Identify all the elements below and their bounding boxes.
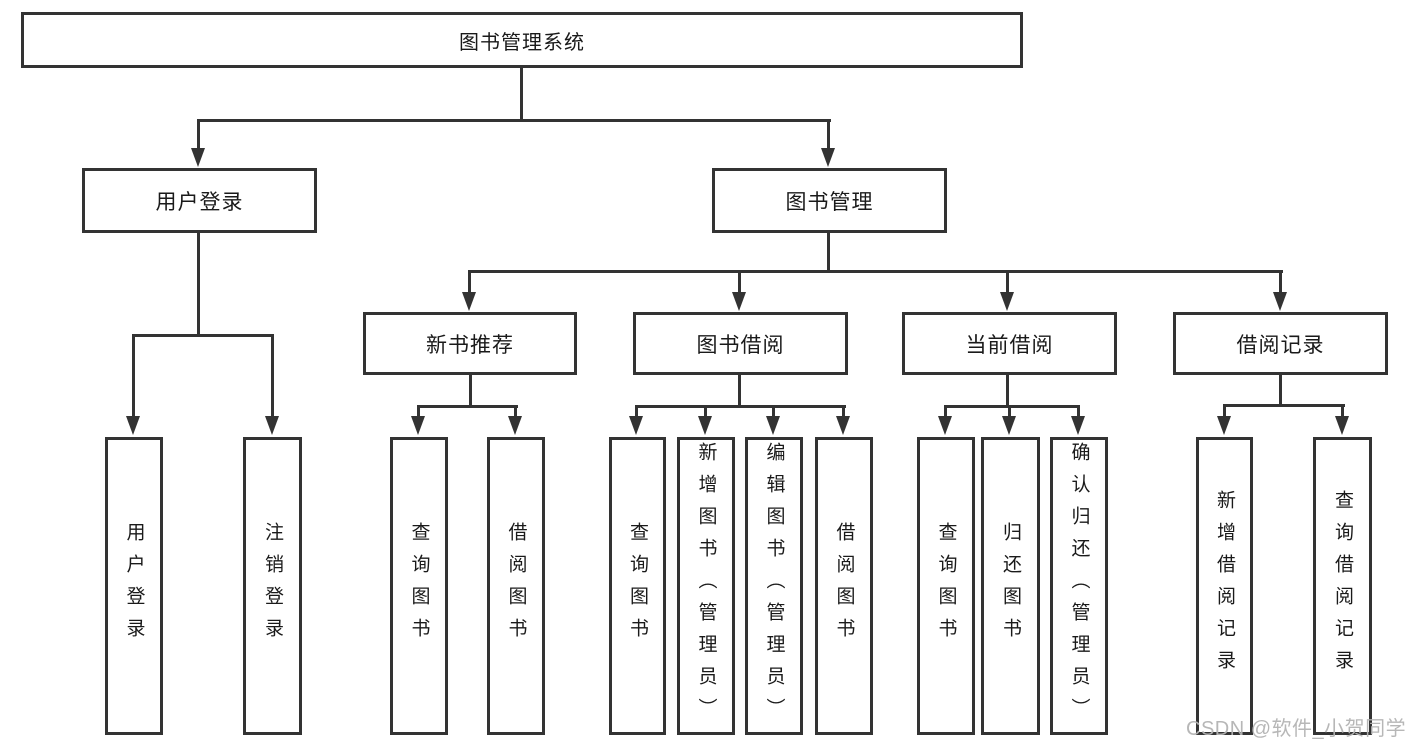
node-new-book-recommend-label: 新书推荐	[426, 333, 514, 357]
connector-to-leaf-query-record	[1341, 404, 1344, 417]
node-book-management-label: 图书管理	[785, 190, 874, 214]
connector-to-leaf-borrow-books	[842, 405, 845, 417]
leaf-user-login: 用户登录	[105, 437, 163, 735]
leaf-query-books-borrow-label: 查询图书	[627, 522, 648, 650]
connector-borrow-records-rail	[1223, 404, 1345, 407]
arrow-down-icon	[821, 148, 835, 167]
leaf-add-books-admin: 新增图书（管理员）	[677, 437, 735, 735]
arrow-down-icon	[938, 416, 952, 435]
connector-book-management-stem	[827, 233, 830, 273]
connector-to-book-management-stem	[827, 119, 830, 149]
leaf-query-books-borrow: 查询图书	[609, 437, 666, 735]
arrow-down-icon	[732, 292, 746, 311]
node-new-book-recommend: 新书推荐	[363, 312, 577, 375]
arrow-down-icon	[1071, 416, 1085, 435]
connector-to-leaf-add-record	[1223, 404, 1226, 417]
arrow-down-icon	[1000, 292, 1014, 311]
connector-level2-rail	[197, 119, 831, 122]
leaf-logout: 注销登录	[243, 437, 302, 735]
connector-to-leaf-edit-books	[772, 405, 775, 417]
node-current-borrow: 当前借阅	[902, 312, 1117, 375]
arrow-down-icon	[126, 416, 140, 435]
leaf-query-borrow-record-label: 查询借阅记录	[1332, 490, 1353, 682]
connector-book-borrow-stem	[738, 375, 741, 407]
node-current-borrow-label: 当前借阅	[965, 333, 1054, 357]
connector-to-leaf-query-recommend	[417, 405, 420, 417]
leaf-add-borrow-record-label: 新增借阅记录	[1214, 490, 1235, 682]
connector-to-leaf-borrow-recommend	[514, 405, 517, 417]
leaf-borrow-books: 借阅图书	[815, 437, 873, 735]
csdn-watermark: CSDN @软件_小贺同学	[1186, 718, 1405, 740]
leaf-borrow-books-recommend: 借阅图书	[487, 437, 545, 735]
connector-to-new-book-recommend	[468, 270, 471, 293]
connector-to-leaf-confirm-return	[1077, 405, 1080, 417]
arrow-down-icon	[462, 292, 476, 311]
arrow-down-icon	[1335, 416, 1349, 435]
leaf-return-books: 归还图书	[981, 437, 1040, 735]
leaf-edit-books-admin: 编辑图书（管理员）	[745, 437, 803, 735]
connector-new-book-recommend-rail	[417, 405, 518, 408]
connector-user-login-stem	[197, 233, 200, 336]
connector-level3-rail	[468, 270, 1283, 273]
node-book-management: 图书管理	[712, 168, 947, 233]
connector-to-leaf-add-books	[704, 405, 707, 417]
connector-to-leaf-query-borrow	[635, 405, 638, 417]
leaf-query-books-recommend-label: 查询图书	[408, 522, 430, 650]
arrow-down-icon	[191, 148, 205, 167]
node-borrow-records: 借阅记录	[1173, 312, 1388, 375]
connector-to-leaf-query-current	[944, 405, 947, 417]
leaf-query-books-recommend: 查询图书	[390, 437, 448, 735]
leaf-logout-label: 注销登录	[262, 522, 283, 650]
leaf-return-books-label: 归还图书	[1000, 522, 1021, 650]
arrow-down-icon	[766, 416, 780, 435]
node-library-system: 图书管理系统	[21, 12, 1023, 68]
leaf-add-books-admin-label: 新增图书（管理员）	[695, 442, 717, 730]
node-borrow-records-label: 借阅记录	[1236, 333, 1325, 357]
connector-to-leaf-logout	[271, 334, 274, 416]
leaf-query-books-current-label: 查询图书	[935, 522, 957, 650]
leaf-user-login-label: 用户登录	[123, 522, 145, 650]
leaf-confirm-return-admin: 确认归还（管理员）	[1050, 437, 1108, 735]
leaf-add-borrow-record: 新增借阅记录	[1196, 437, 1253, 735]
arrow-down-icon	[265, 416, 279, 435]
leaf-query-books-current: 查询图书	[917, 437, 975, 735]
leaf-confirm-return-admin-label: 确认归还（管理员）	[1068, 442, 1090, 730]
connector-borrow-records-stem	[1279, 375, 1282, 406]
arrow-down-icon	[698, 416, 712, 435]
node-library-system-label: 图书管理系统	[459, 31, 585, 54]
connector-current-borrow-stem	[1006, 375, 1009, 407]
arrow-down-icon	[411, 416, 425, 435]
leaf-borrow-books-recommend-label: 借阅图书	[505, 522, 527, 650]
arrow-down-icon	[1217, 416, 1231, 435]
leaf-borrow-books-label: 借阅图书	[833, 522, 855, 650]
leaf-edit-books-admin-label: 编辑图书（管理员）	[763, 442, 785, 730]
connector-to-current-borrow	[1006, 270, 1009, 293]
arrow-down-icon	[508, 416, 522, 435]
connector-new-book-recommend-stem	[469, 375, 472, 408]
connector-book-borrow-rail	[635, 405, 846, 408]
connector-current-borrow-rail	[944, 405, 1080, 408]
arrow-down-icon	[1273, 292, 1287, 311]
connector-to-leaf-user-login	[132, 334, 135, 416]
arrow-down-icon	[629, 416, 643, 435]
node-book-borrow-label: 图书借阅	[696, 333, 785, 357]
node-user-login-label: 用户登录	[155, 190, 244, 214]
node-book-borrow: 图书借阅	[633, 312, 848, 375]
connector-to-leaf-return-books	[1008, 405, 1011, 417]
connector-root-stem	[520, 68, 523, 120]
arrow-down-icon	[1002, 416, 1016, 435]
connector-user-login-rail	[132, 334, 274, 337]
arrow-down-icon	[836, 416, 850, 435]
leaf-query-borrow-record: 查询借阅记录	[1313, 437, 1372, 735]
connector-to-user-login-stem	[197, 119, 200, 149]
connector-to-book-borrow	[738, 270, 741, 293]
node-user-login: 用户登录	[82, 168, 317, 233]
connector-to-borrow-records	[1279, 270, 1282, 293]
